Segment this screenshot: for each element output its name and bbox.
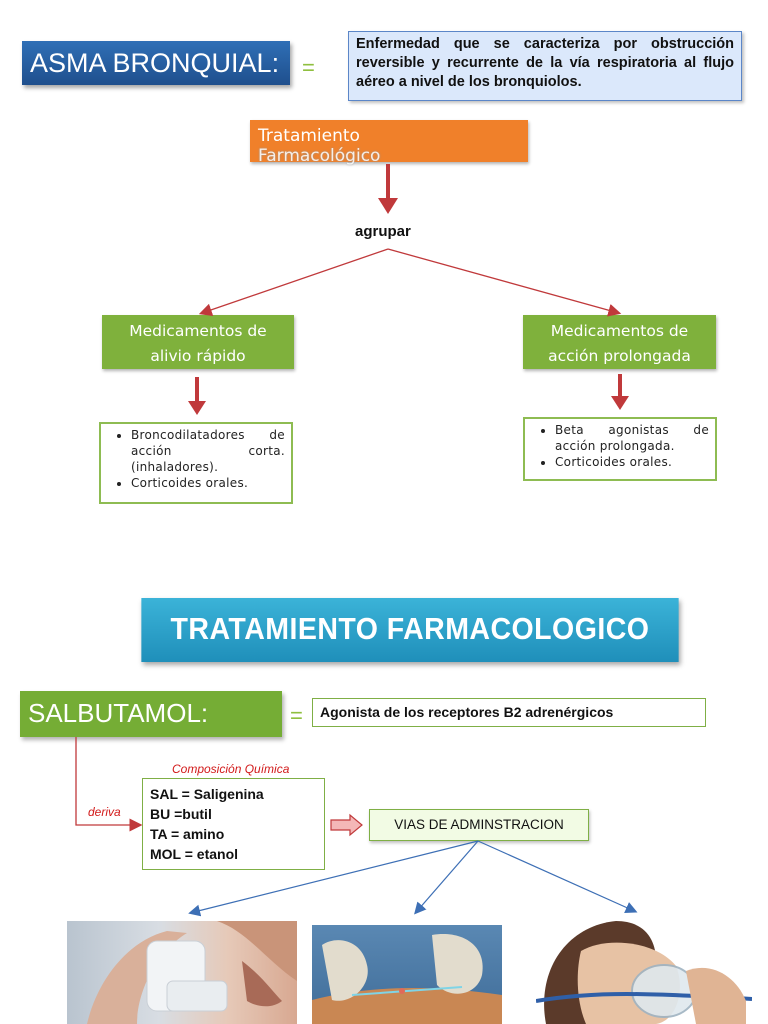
nebulizer-mask-photo xyxy=(536,921,752,1024)
quick-relief-line2: alivio rápido xyxy=(150,347,246,365)
route-arrow-right xyxy=(477,840,638,914)
treatment-line2: Farmacológico xyxy=(258,146,381,166)
branch-left xyxy=(198,248,389,317)
thick-arrow-right xyxy=(611,374,629,410)
inhaler-photo xyxy=(67,921,297,1024)
treatment-line1: Tratamiento xyxy=(258,126,360,146)
composition-label: Composición Química xyxy=(172,762,290,776)
route-arrow-middle xyxy=(414,840,479,915)
list-item: Corticoides orales. xyxy=(131,475,285,491)
treatment-box: Tratamiento Farmacológico xyxy=(250,120,528,166)
route-arrow-left xyxy=(188,840,479,917)
quick-relief-line1: Medicamentos de xyxy=(129,322,267,340)
branch-right xyxy=(387,248,622,317)
injection-photo xyxy=(312,925,502,1024)
block-arrow xyxy=(330,813,363,837)
equals-sign: = xyxy=(302,55,315,80)
equals-sign-2: = xyxy=(290,703,303,728)
list-item: Corticoides orales. xyxy=(555,454,709,470)
long-acting-list: Beta agonistas de acción prolongada. Cor… xyxy=(523,417,717,481)
long-acting-line1: Medicamentos de xyxy=(550,322,689,340)
agrupar-label: agrupar xyxy=(355,223,411,240)
asma-title: ASMA BRONQUIAL: xyxy=(22,41,290,85)
derive-connector xyxy=(75,737,143,832)
derive-label: deriva xyxy=(88,805,121,819)
composition-box: SAL = Saligenina BU =butil TA = amino MO… xyxy=(142,778,325,870)
composition-item: BU =butil xyxy=(150,806,212,822)
salbutamol-definition: Agonista de los receptores B2 adrenérgic… xyxy=(312,698,706,727)
composition-item: SAL = Saligenina xyxy=(150,786,264,802)
composition-item: MOL = etanol xyxy=(150,846,239,862)
thick-arrow-left xyxy=(188,377,206,415)
thick-arrow-treatment xyxy=(378,164,398,214)
list-item: Beta agonistas de acción prolongada. xyxy=(555,422,709,454)
composition-item: TA = amino xyxy=(150,826,225,842)
quick-relief-box: Medicamentos de alivio rápido xyxy=(102,315,294,369)
salbutamol-title: SALBUTAMOL: xyxy=(20,691,282,737)
long-acting-box: Medicamentos de acción prolongada xyxy=(523,315,716,369)
asma-definition: Enfermedad que se caracteriza por obstru… xyxy=(348,31,742,101)
long-acting-line2: acción prolongada xyxy=(548,347,691,365)
quick-relief-list: Broncodilatadores de acción corta. (inha… xyxy=(99,422,293,504)
treatment-banner: TRATAMIENTO FARMACOLOGICO xyxy=(141,598,679,662)
routes-box: VIAS DE ADMINSTRACION xyxy=(369,809,589,841)
list-item: Broncodilatadores de acción corta. (inha… xyxy=(131,427,285,475)
